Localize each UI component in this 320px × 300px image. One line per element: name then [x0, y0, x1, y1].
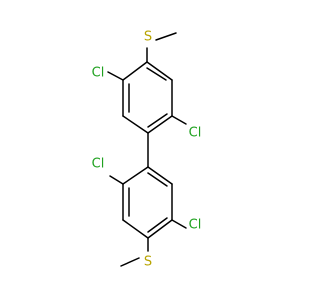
double-bond-inner	[146, 67, 167, 81]
double-bond-inner	[147, 172, 168, 187]
chlorine-atom-label: Cl	[92, 66, 105, 81]
bond-s-methyl	[120, 257, 140, 267]
bond	[147, 219, 173, 239]
bond-to-cl	[171, 115, 187, 125]
bond-to-cl	[107, 71, 124, 81]
molecule-canvas: S Cl Cl Cl Cl S	[92, 30, 202, 270]
bond-s-methyl	[155, 32, 177, 41]
bonds	[107, 32, 187, 267]
molecule-structure: S Cl Cl Cl Cl S	[92, 30, 202, 270]
bond	[146, 61, 173, 81]
chlorine-atom-label: Cl	[92, 157, 105, 172]
double-bond-inner	[147, 113, 168, 128]
sulfur-atom-label: S	[144, 30, 152, 45]
sulfur-atom-label: S	[144, 255, 152, 270]
chlorine-atom-label: Cl	[189, 126, 202, 141]
chlorine-atom-label: Cl	[189, 218, 202, 233]
bond	[147, 115, 173, 134]
bond	[147, 166, 173, 185]
bond-to-cl	[109, 175, 124, 185]
bond	[122, 115, 149, 134]
bond-to-cl	[171, 219, 187, 229]
bond	[122, 219, 149, 239]
bond	[122, 166, 149, 185]
double-bond-inner	[147, 217, 168, 233]
atom-labels: S Cl Cl Cl Cl S	[92, 30, 202, 270]
bond	[122, 61, 148, 81]
